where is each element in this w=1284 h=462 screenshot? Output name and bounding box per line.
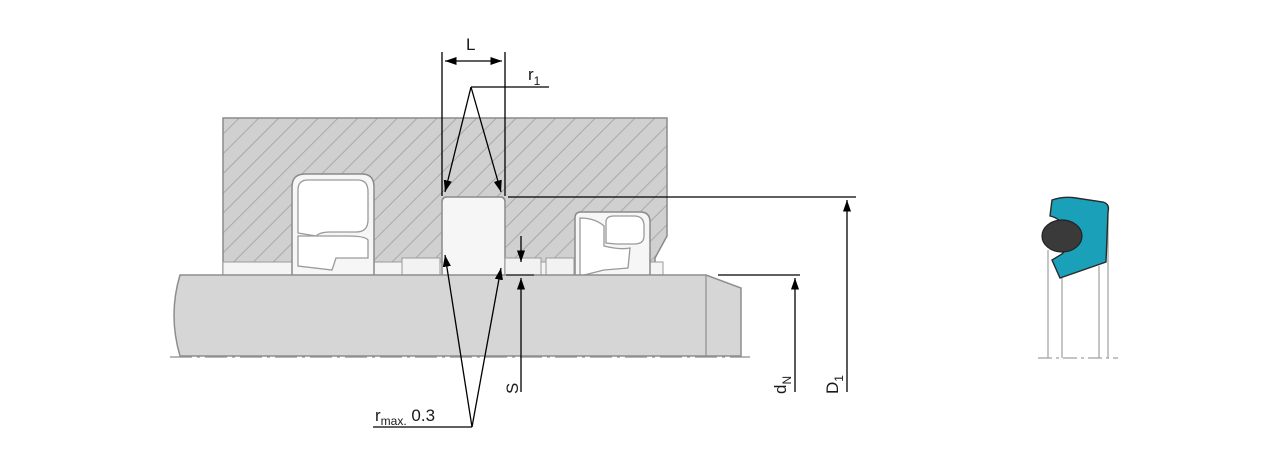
dimension-D1: D1 [508, 196, 856, 394]
label-r1: r [528, 65, 534, 84]
left-seal-groove [291, 173, 375, 277]
dimension-dN: dN [718, 274, 800, 394]
label-rmax-sub: max. [381, 414, 407, 428]
label-r1-sub: 1 [534, 74, 541, 88]
label-dN: d [771, 385, 790, 394]
svg-text:D1: D1 [823, 375, 846, 394]
dimension-S: S [503, 236, 534, 394]
svg-text:rmax. 0.3: rmax. 0.3 [375, 406, 435, 428]
label-rmax: r [375, 406, 381, 425]
label-D1-sub: 1 [832, 375, 846, 382]
dimension-L: L [441, 35, 506, 196]
right-seal-groove [545, 211, 651, 277]
label-S: S [503, 383, 522, 394]
dimension-rmax: rmax. 0.3 [373, 254, 503, 428]
svg-text:dN: dN [771, 376, 794, 394]
rod [170, 274, 750, 358]
svg-text:r1: r1 [528, 65, 541, 88]
label-rmax-value: 0.3 [407, 406, 435, 425]
label-L: L [466, 35, 475, 54]
dimension-r1: r1 [443, 65, 549, 193]
label-dN-sub: N [780, 376, 794, 385]
label-D1: D [823, 382, 842, 394]
seal-profile-icon [1038, 196, 1118, 359]
